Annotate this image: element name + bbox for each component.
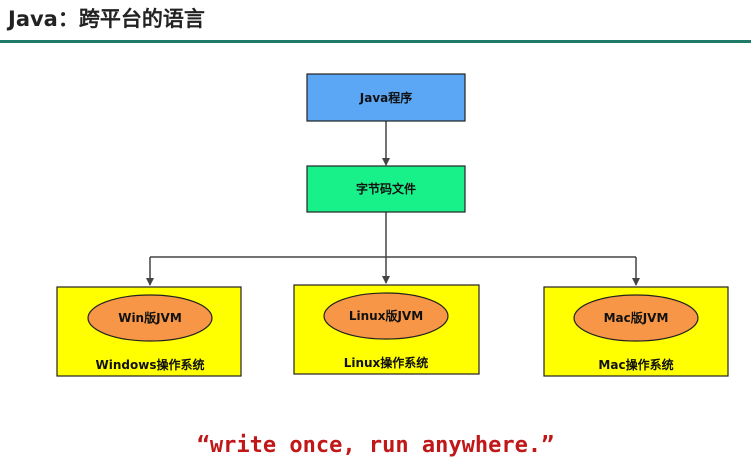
bytecode-file-label: 字节码文件	[356, 181, 416, 196]
page-title: Java：跨平台的语言	[8, 7, 205, 31]
mac-jvm-ellipse	[573, 294, 699, 342]
linux-jvm-ellipse	[323, 292, 449, 340]
java-program-box	[306, 73, 466, 122]
linux-jvm-label: Linux版JVM	[349, 308, 423, 323]
windows-os-label: Windows操作系统	[96, 357, 205, 372]
mac-jvm-label: Mac版JVM	[604, 310, 669, 325]
bytecode-file-box	[306, 165, 466, 213]
linux-os-label: Linux操作系统	[344, 355, 429, 370]
windows-jvm-label: Win版JVM	[118, 310, 182, 325]
mac-os-label: Mac操作系统	[598, 357, 673, 372]
title-divider	[0, 40, 751, 43]
slogan: “write once, run anywhere.”	[196, 433, 555, 458]
windows-jvm-ellipse	[87, 294, 213, 342]
java-program-label: Java程序	[359, 90, 412, 105]
